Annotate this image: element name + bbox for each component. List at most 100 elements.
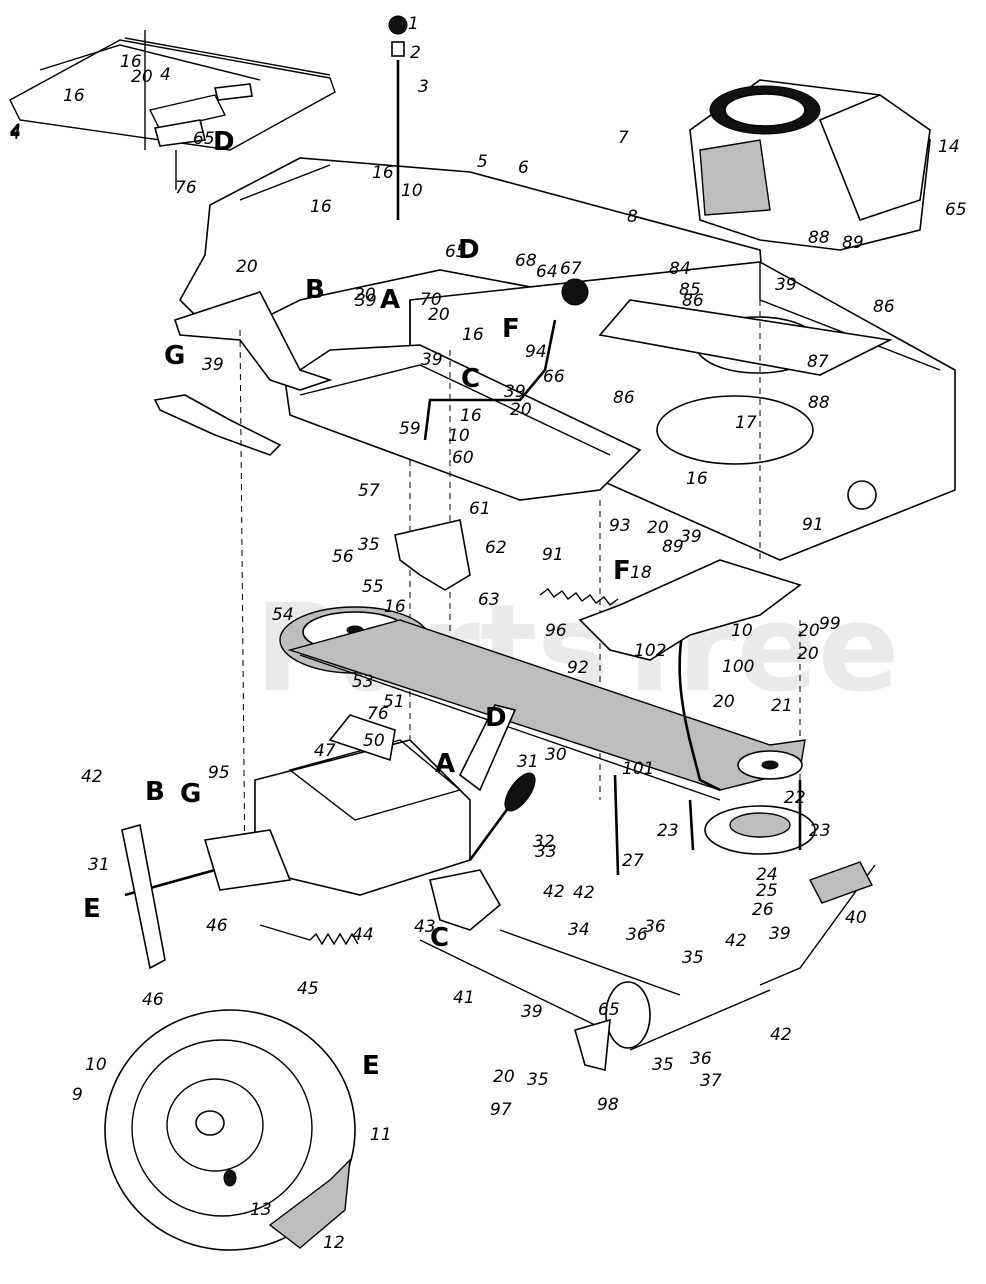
callout-39: 39 xyxy=(680,527,702,547)
callout-93: 93 xyxy=(609,516,631,536)
lever-31-right xyxy=(458,704,517,792)
transmission xyxy=(124,714,471,897)
callout-11: 11 xyxy=(370,1125,392,1145)
callout-47: 47 xyxy=(314,741,336,761)
callout-59: 59 xyxy=(399,419,421,439)
callout-20: 20 xyxy=(236,257,258,277)
reference-letter-G: G xyxy=(180,779,201,809)
reference-letter-F: F xyxy=(502,314,520,344)
callout-56: 56 xyxy=(332,547,354,567)
bracket-18 xyxy=(578,559,802,661)
callout-22: 22 xyxy=(784,788,806,808)
callout-2: 2 xyxy=(410,43,421,63)
callout-67: 67 xyxy=(560,259,582,279)
callout-86: 86 xyxy=(873,297,895,317)
reference-letter-D: D xyxy=(213,127,235,157)
callout-57: 57 xyxy=(358,481,380,501)
callout-45: 45 xyxy=(297,979,319,999)
callout-21: 21 xyxy=(771,696,793,716)
reference-letter-E: E xyxy=(83,894,101,924)
callout-16: 16 xyxy=(120,52,142,72)
callout-39: 39 xyxy=(355,291,377,311)
callout-95: 95 xyxy=(208,763,230,783)
callout-39: 39 xyxy=(769,924,791,944)
reference-letter-C: C xyxy=(461,364,480,394)
callout-91: 91 xyxy=(542,545,564,565)
callout-96: 96 xyxy=(545,621,567,641)
callout-50: 50 xyxy=(363,731,385,751)
callout-85: 85 xyxy=(679,280,701,300)
callout-8: 8 xyxy=(627,207,638,227)
callout-55: 55 xyxy=(362,577,384,597)
callout-20: 20 xyxy=(493,1067,515,1087)
callout-13: 13 xyxy=(250,1200,272,1220)
callout-68: 68 xyxy=(515,251,537,271)
callout-51: 51 xyxy=(383,692,405,712)
reference-letter-A: A xyxy=(380,285,400,315)
shift-rod-67 xyxy=(423,319,557,441)
callout-37: 37 xyxy=(700,1071,722,1091)
callout-88: 88 xyxy=(808,393,830,413)
callout-20: 20 xyxy=(797,644,819,664)
callout-46: 46 xyxy=(206,916,228,936)
callout-63: 63 xyxy=(478,590,500,610)
callout-36: 36 xyxy=(690,1049,712,1069)
callout-27: 27 xyxy=(622,851,644,871)
reference-letter-G: G xyxy=(164,341,185,371)
callout-99: 99 xyxy=(819,614,841,634)
rear-wheel xyxy=(104,1009,356,1251)
callout-4: 4 xyxy=(10,121,21,141)
callout-20: 20 xyxy=(647,518,669,538)
knob-68 xyxy=(561,278,589,306)
callout-65: 65 xyxy=(598,1000,620,1020)
callout-39: 39 xyxy=(202,355,224,375)
callout-16: 16 xyxy=(310,197,332,217)
inset-seat-bracket xyxy=(9,30,336,190)
tractor-body-hood xyxy=(179,157,956,561)
callout-46: 46 xyxy=(142,990,164,1010)
callout-42: 42 xyxy=(543,882,565,902)
callout-65: 65 xyxy=(193,129,215,149)
callout-14: 14 xyxy=(938,137,960,157)
callout-16: 16 xyxy=(63,86,85,106)
callout-4: 4 xyxy=(160,65,171,85)
callout-101: 101 xyxy=(622,759,654,779)
callout-9: 9 xyxy=(72,1085,83,1105)
callout-35: 35 xyxy=(682,948,704,968)
callout-12: 12 xyxy=(323,1233,345,1253)
callout-54: 54 xyxy=(272,605,294,625)
callout-4: 4 xyxy=(10,122,21,142)
callout-25: 25 xyxy=(756,881,778,901)
callout-88: 88 xyxy=(808,228,830,248)
callout-84: 84 xyxy=(669,259,691,279)
callout-31: 31 xyxy=(88,855,110,875)
callout-100: 100 xyxy=(722,657,754,677)
callout-16: 16 xyxy=(460,406,482,426)
reference-letter-E: E xyxy=(362,1051,380,1081)
callout-98: 98 xyxy=(597,1095,619,1115)
callout-23: 23 xyxy=(657,821,679,841)
callout-39: 39 xyxy=(775,275,797,295)
callout-17: 17 xyxy=(735,413,757,433)
callout-66: 66 xyxy=(543,367,565,387)
callout-43: 43 xyxy=(414,917,436,937)
rod-37 xyxy=(629,989,771,1051)
callout-61: 61 xyxy=(469,499,491,519)
callout-42: 42 xyxy=(81,767,103,787)
callout-16: 16 xyxy=(372,163,394,183)
callout-36: 36 xyxy=(626,925,648,945)
callout-16: 16 xyxy=(686,469,708,489)
rod-41 xyxy=(419,939,596,1026)
seat-bracket-g xyxy=(173,291,333,391)
brake-arm-35 xyxy=(574,1018,611,1072)
callout-35: 35 xyxy=(358,535,380,555)
callout-30: 30 xyxy=(545,745,567,765)
callout-97: 97 xyxy=(490,1100,512,1120)
reference-letter-C: C xyxy=(430,923,449,953)
callout-60: 60 xyxy=(452,448,474,468)
idler-bracket-63 xyxy=(394,519,471,591)
callout-20: 20 xyxy=(131,67,153,87)
